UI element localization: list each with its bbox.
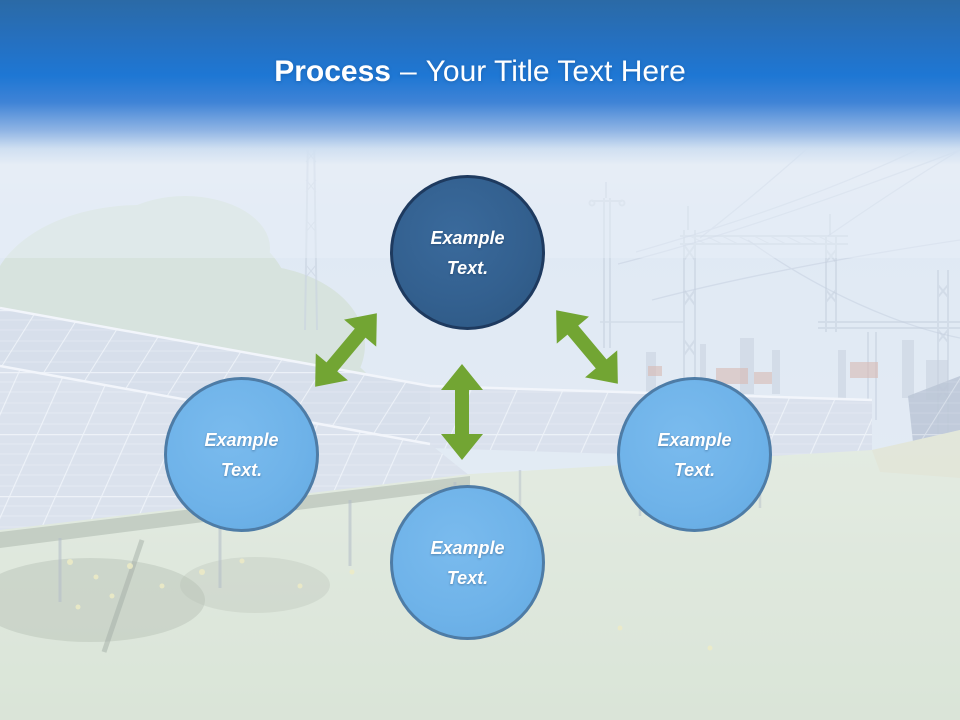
- node-bottom: Example Text.: [390, 485, 545, 640]
- node-label-line: Text.: [446, 257, 489, 278]
- node-label-line: Example: [430, 537, 505, 558]
- node-label-line: Example: [657, 429, 732, 450]
- red-roof-buildings: [648, 362, 878, 384]
- double-arrow-icon: [315, 313, 377, 387]
- node-left: Example Text.: [164, 377, 319, 532]
- node-right: Example Text.: [617, 377, 772, 532]
- node-label-line: Text.: [220, 459, 263, 480]
- double-arrow-icon: [556, 310, 618, 384]
- node-top: Example Text.: [390, 175, 545, 330]
- node-label-line: Text.: [446, 567, 489, 588]
- node-label-line: Text.: [673, 459, 716, 480]
- double-arrow-icon: [441, 364, 483, 460]
- node-label-line: Example: [204, 429, 279, 450]
- node-label-line: Example: [430, 227, 505, 248]
